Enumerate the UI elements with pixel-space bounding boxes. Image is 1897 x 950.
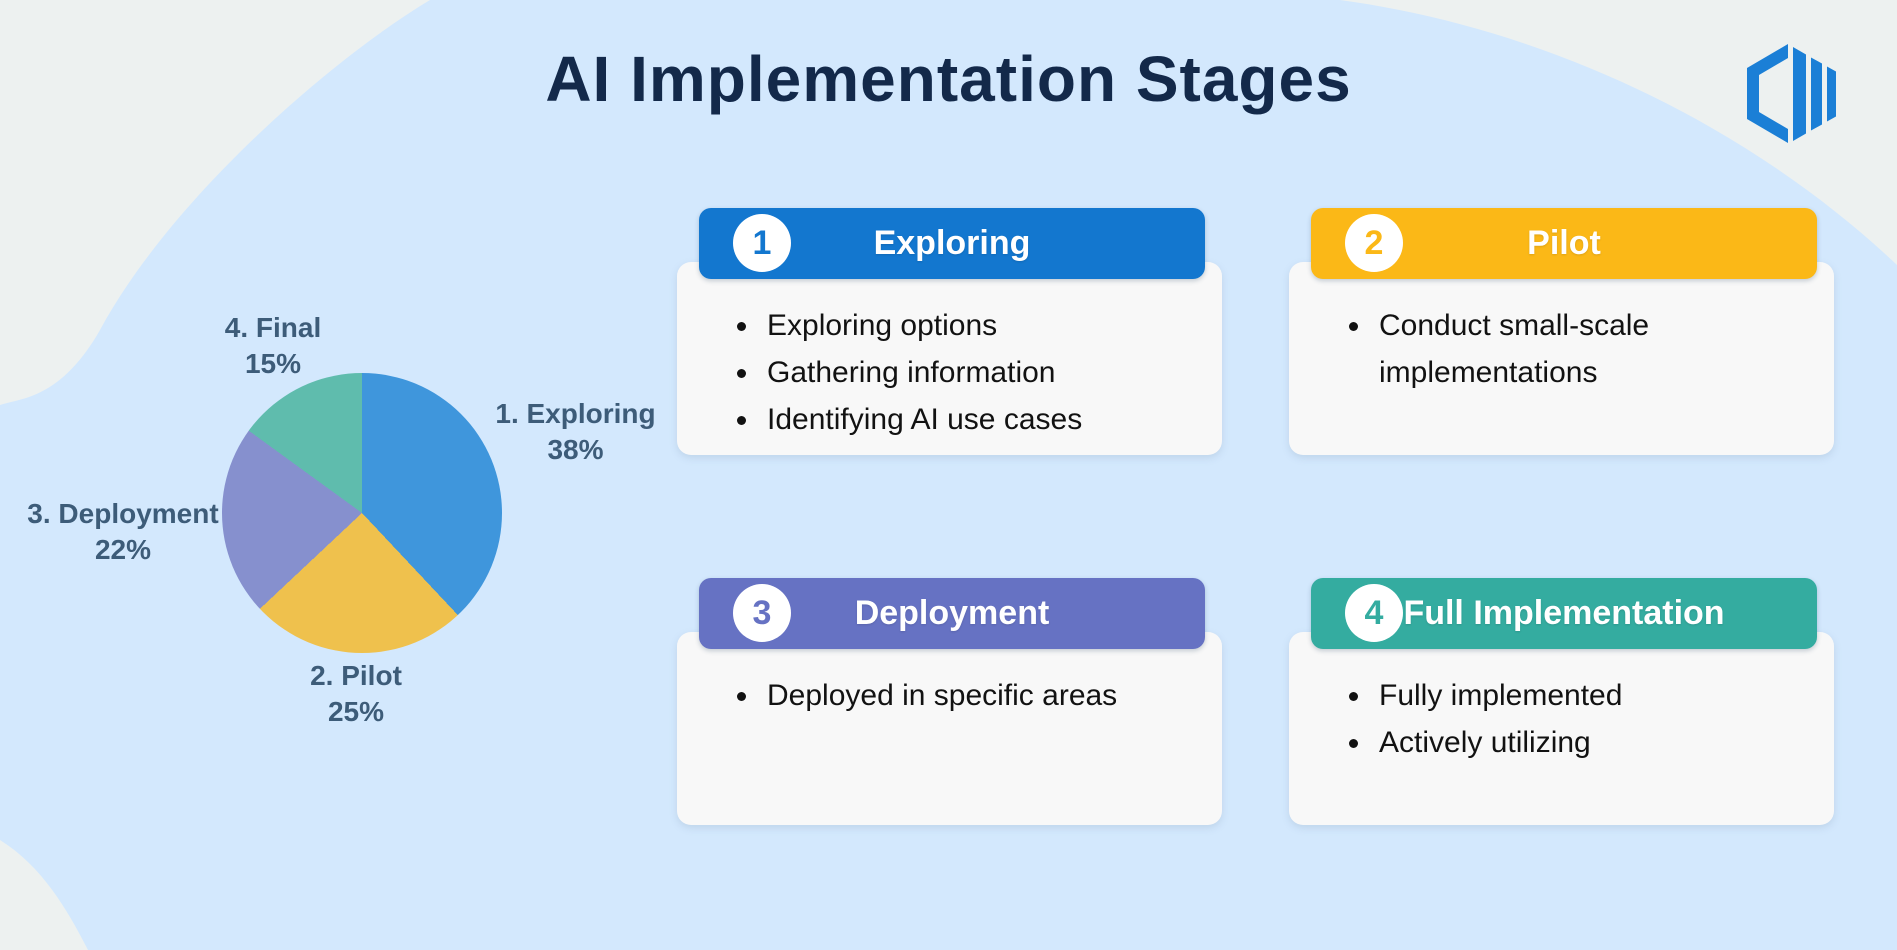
pie-label-name: 3. Deployment bbox=[27, 498, 219, 529]
page-title: AI Implementation Stages bbox=[545, 43, 1352, 115]
stage-card-header: 4 Full Implementation bbox=[1311, 578, 1817, 649]
pie-label-pilot: 2. Pilot 25% bbox=[256, 658, 456, 730]
bullet-item: Exploring options bbox=[761, 302, 1186, 349]
stage-number-badge: 4 bbox=[1345, 584, 1403, 642]
stage-card-deployment: Deployed in specific areas 3 Deployment bbox=[677, 578, 1222, 825]
pie-label-final: 4. Final 15% bbox=[183, 310, 363, 382]
stage-number-badge: 3 bbox=[733, 584, 791, 642]
pie-label-name: 1. Exploring bbox=[495, 398, 656, 429]
stage-title: Full Implementation bbox=[1403, 594, 1725, 632]
stage-title: Deployment bbox=[854, 594, 1050, 632]
stage-card-header: 2 Pilot bbox=[1311, 208, 1817, 279]
stage-card-full-implementation: Fully implementedActively utilizing 4 Fu… bbox=[1289, 578, 1834, 825]
company-hexagon-logo-icon bbox=[1747, 44, 1836, 143]
pie-label-name: 4. Final bbox=[224, 312, 322, 343]
stage-card-body: Conduct small-scale implementations bbox=[1289, 262, 1834, 455]
bullet-item: Actively utilizing bbox=[1373, 719, 1798, 766]
stage-card-body: Fully implementedActively utilizing bbox=[1289, 632, 1834, 825]
pie-label-name: 2. Pilot bbox=[310, 660, 402, 691]
pie-label-percent: 22% bbox=[94, 534, 152, 565]
stage-number-badge: 2 bbox=[1345, 214, 1403, 272]
pie-chart bbox=[222, 373, 502, 653]
bullet-list: Deployed in specific areas bbox=[761, 672, 1186, 719]
pie-label-percent: 38% bbox=[547, 434, 604, 465]
bullet-item: Identifying AI use cases bbox=[761, 396, 1186, 443]
bullet-item: Deployed in specific areas bbox=[761, 672, 1186, 719]
bullet-item: Conduct small-scale implementations bbox=[1373, 302, 1798, 396]
stage-card-header: 1 Exploring bbox=[699, 208, 1205, 279]
pie-label-percent: 25% bbox=[327, 696, 385, 727]
stage-card-body: Deployed in specific areas bbox=[677, 632, 1222, 825]
bullet-item: Gathering information bbox=[761, 349, 1186, 396]
bullet-list: Exploring optionsGathering informationId… bbox=[761, 302, 1186, 443]
bullet-list: Conduct small-scale implementations bbox=[1373, 302, 1798, 396]
stage-card-body: Exploring optionsGathering informationId… bbox=[677, 262, 1222, 455]
stage-number-badge: 1 bbox=[733, 214, 791, 272]
pie-label-exploring: 1. Exploring 38% bbox=[468, 396, 683, 468]
bullet-list: Fully implementedActively utilizing bbox=[1373, 672, 1798, 766]
stage-card-exploring: Exploring optionsGathering informationId… bbox=[677, 208, 1222, 455]
stage-card-header: 3 Deployment bbox=[699, 578, 1205, 649]
stage-card-pilot: Conduct small-scale implementations 2 Pi… bbox=[1289, 208, 1834, 455]
bullet-item: Fully implemented bbox=[1373, 672, 1798, 719]
stage-title: Exploring bbox=[873, 224, 1031, 262]
stage-title: Pilot bbox=[1527, 224, 1601, 262]
pie-label-deployment: 3. Deployment 22% bbox=[8, 496, 238, 568]
pie-label-percent: 15% bbox=[244, 348, 302, 379]
